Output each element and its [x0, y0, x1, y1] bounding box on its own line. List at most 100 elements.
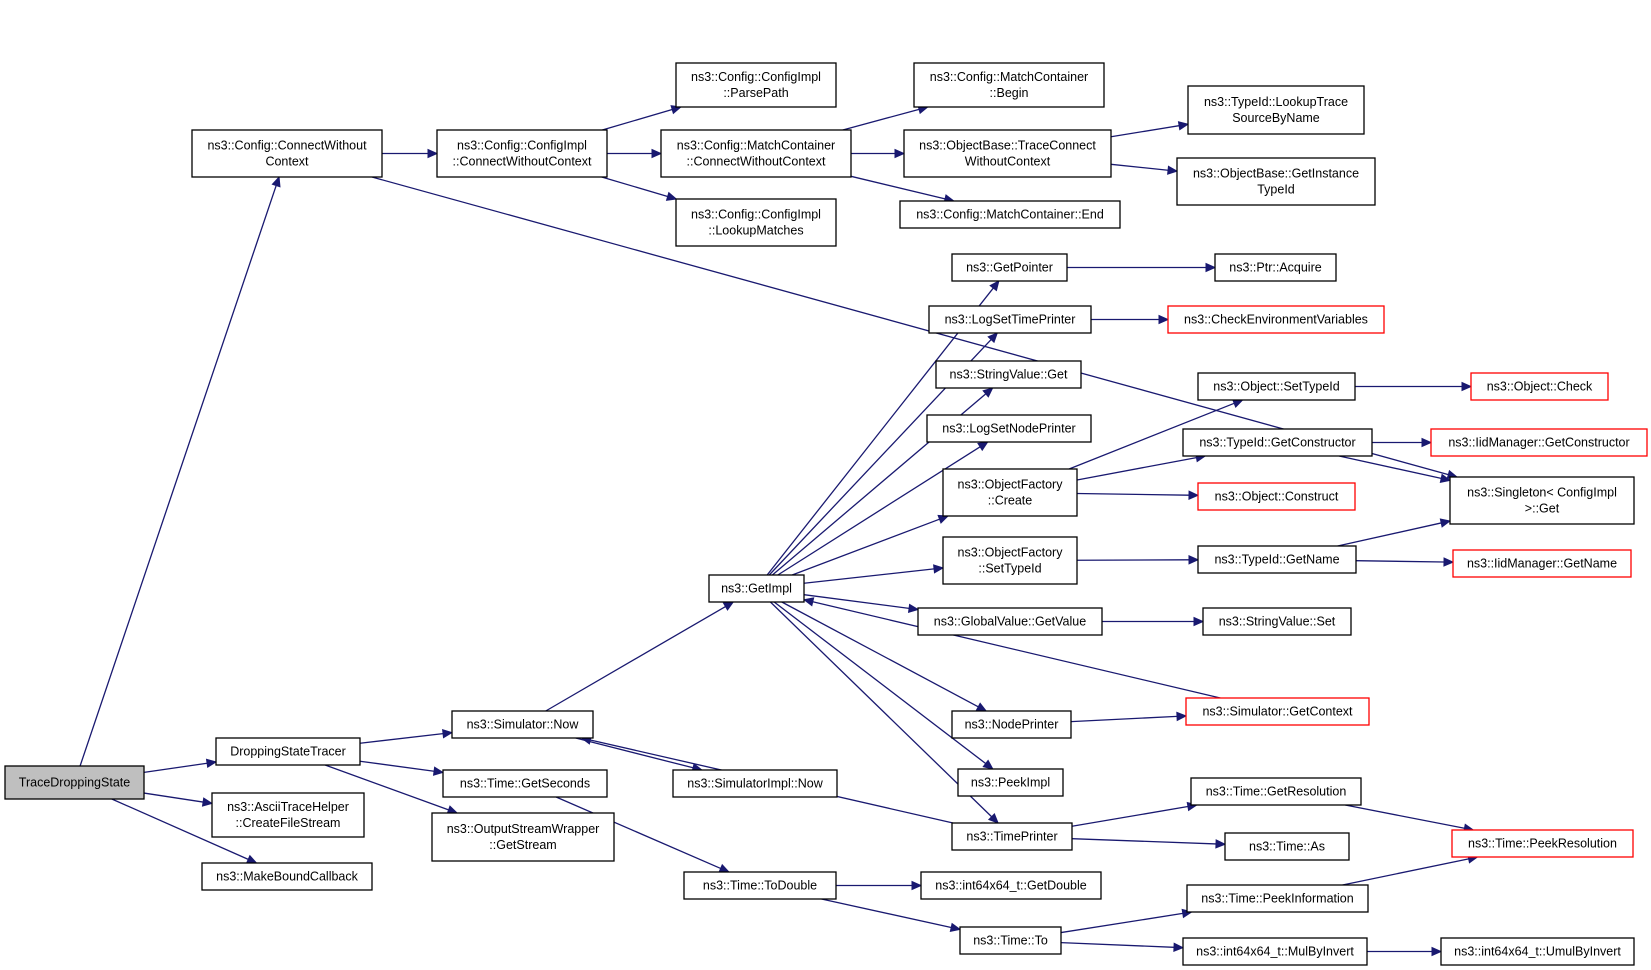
edge-line — [601, 176, 668, 198]
edge-timeTo-to-mulByInvert — [1060, 941, 1185, 953]
node-label: ::CreateFileStream — [236, 816, 341, 830]
node-connectWithout[interactable]: ns3::Config::ConnectWithoutContext — [191, 129, 383, 178]
node-simImplNow[interactable]: ns3::SimulatorImpl::Now — [672, 769, 838, 798]
node-box — [191, 129, 383, 178]
edge-line — [1060, 941, 1175, 948]
arrowhead — [1188, 555, 1200, 565]
node-factCreate[interactable]: ns3::ObjectFactory::Create — [942, 468, 1078, 517]
edge-typeGetName-to-iidGetName — [1355, 557, 1455, 567]
node-peekInfo[interactable]: ns3::Time::PeekInformation — [1186, 884, 1369, 913]
node-box — [926, 414, 1092, 443]
node-logSetNode[interactable]: ns3::LogSetNodePrinter — [926, 414, 1092, 443]
node-getSeconds[interactable]: ns3::Time::GetSeconds — [442, 769, 608, 798]
node-matchBegin[interactable]: ns3::Config::MatchContainer::Begin — [913, 62, 1105, 108]
node-objSetTypeId[interactable]: ns3::Object::SetTypeId — [1197, 372, 1356, 401]
arrowhead — [651, 148, 663, 159]
node-getConstructor[interactable]: ns3::TypeId::GetConstructor — [1182, 428, 1373, 457]
node-label: DroppingStateTracer — [230, 745, 346, 759]
node-timeTo[interactable]: ns3::Time::To — [959, 926, 1062, 955]
node-factSetTypeId[interactable]: ns3::ObjectFactory::SetTypeId — [942, 536, 1078, 585]
node-iidGetConstructor[interactable]: ns3::IidManager::GetConstructor — [1430, 428, 1648, 457]
edge-timePrinter-to-timeGetRes — [1071, 801, 1199, 827]
node-globalGetValue[interactable]: ns3::GlobalValue::GetValue — [917, 607, 1103, 636]
edge-line — [79, 185, 277, 767]
node-objCheck[interactable]: ns3::Object::Check — [1470, 372, 1609, 401]
edge-line — [821, 898, 952, 929]
node-label: ns3::Simulator::Now — [467, 718, 580, 732]
node-typeGetName[interactable]: ns3::TypeId::GetName — [1197, 545, 1357, 574]
node-toDouble[interactable]: ns3::Time::ToDouble — [683, 871, 837, 900]
node-droppingTracer[interactable]: DroppingStateTracer — [215, 737, 361, 766]
node-timePrinter[interactable]: ns3::TimePrinter — [951, 822, 1073, 851]
node-cfgImplConnect[interactable]: ns3::Config::ConfigImpl::ConnectWithoutC… — [436, 129, 608, 178]
edge-line — [1071, 805, 1189, 827]
arrowhead — [977, 441, 989, 452]
node-makeBound[interactable]: ns3::MakeBoundCallback — [201, 862, 373, 891]
node-asciiTrace[interactable]: ns3::AsciiTraceHelper::CreateFileStream — [211, 792, 365, 838]
edge-getImpl-to-peekImpl — [773, 601, 994, 770]
node-stringSet[interactable]: ns3::StringValue::Set — [1202, 607, 1352, 636]
edge-cfgImplConnect-to-matchConnect — [607, 148, 663, 159]
node-box — [935, 360, 1082, 389]
node-ptrAcquire[interactable]: ns3::Ptr::Acquire — [1214, 253, 1337, 282]
edge-getConstructor-to-iidGetConstructor — [1372, 437, 1433, 448]
node-box — [1197, 482, 1356, 511]
node-box — [1452, 549, 1632, 578]
node-box — [1186, 884, 1369, 913]
node-peekImpl[interactable]: ns3::PeekImpl — [957, 768, 1064, 797]
node-label: ns3::Time::GetSeconds — [460, 777, 590, 791]
node-umulByInvert[interactable]: ns3::int64x64_t::UmulByInvert — [1440, 937, 1635, 966]
node-stringGet[interactable]: ns3::StringValue::Get — [935, 360, 1082, 389]
edge-factSetTypeId-to-typeGetName — [1076, 555, 1200, 565]
node-matchEnd[interactable]: ns3::Config::MatchContainer::End — [899, 200, 1121, 229]
node-singletonGet[interactable]: ns3::Singleton< ConfigImpl>::Get — [1449, 476, 1635, 525]
node-label: ns3::Ptr::Acquire — [1229, 261, 1321, 275]
arrowhead — [1439, 518, 1452, 528]
node-parsePath[interactable]: ns3::Config::ConfigImpl::ParsePath — [675, 62, 837, 108]
node-timeAs[interactable]: ns3::Time::As — [1224, 832, 1350, 861]
arrowhead — [894, 148, 906, 159]
node-label: ns3::GetPointer — [966, 261, 1053, 275]
node-matchConnect[interactable]: ns3::Config::MatchContainer::ConnectWith… — [660, 129, 852, 178]
edge-line — [575, 737, 694, 769]
edge-logSetTime-to-checkEnv — [1091, 314, 1170, 325]
edge-droppingTracer-to-simNow — [359, 728, 454, 744]
node-simNow[interactable]: ns3::Simulator::Now — [451, 710, 594, 739]
node-traceConnect[interactable]: ns3::ObjectBase::TraceConnectWithoutCont… — [903, 129, 1112, 178]
node-checkEnv[interactable]: ns3::CheckEnvironmentVariables — [1167, 305, 1385, 334]
node-label: ns3::Config::ConfigImpl — [691, 70, 821, 84]
edge-line — [1068, 402, 1235, 470]
node-label: TypeId — [1257, 183, 1295, 197]
node-objConstruct[interactable]: ns3::Object::Construct — [1197, 482, 1356, 511]
node-label: ns3::Time::GetResolution — [1206, 785, 1347, 799]
node-label: ::Create — [988, 494, 1033, 508]
edge-line — [842, 108, 920, 131]
node-label: SourceByName — [1232, 111, 1320, 125]
node-box — [675, 62, 837, 108]
node-getPointer[interactable]: ns3::GetPointer — [951, 253, 1068, 282]
node-getImpl[interactable]: ns3::GetImpl — [708, 574, 805, 603]
node-label: TraceDroppingState — [19, 776, 130, 790]
arrowhead — [987, 812, 999, 824]
node-mulByInvert[interactable]: ns3::int64x64_t::MulByInvert — [1182, 937, 1368, 966]
edge-getImpl-to-factCreate — [791, 514, 950, 576]
node-lookupMatches[interactable]: ns3::Config::ConfigImpl::LookupMatches — [675, 198, 837, 247]
node-nodePrinter[interactable]: ns3::NodePrinter — [951, 710, 1072, 739]
node-label: ns3::IidManager::GetConstructor — [1448, 436, 1629, 450]
node-simGetContext[interactable]: ns3::Simulator::GetContext — [1185, 697, 1370, 726]
arrowhead — [1443, 557, 1455, 567]
node-logSetTime[interactable]: ns3::LogSetTimePrinter — [928, 305, 1092, 334]
node-box — [1182, 428, 1373, 457]
node-iidGetName[interactable]: ns3::IidManager::GetName — [1452, 549, 1632, 578]
node-int64GetDouble[interactable]: ns3::int64x64_t::GetDouble — [920, 871, 1102, 900]
arrowhead — [1177, 121, 1190, 131]
node-outStream[interactable]: ns3::OutputStreamWrapper::GetStream — [431, 812, 615, 862]
node-peekRes[interactable]: ns3::Time::PeekResolution — [1451, 829, 1634, 858]
edge-line — [1076, 457, 1197, 481]
node-timeGetRes[interactable]: ns3::Time::GetResolution — [1190, 777, 1362, 806]
arrowhead — [1167, 165, 1179, 175]
edge-line — [791, 518, 940, 576]
edge-line — [812, 601, 1221, 699]
